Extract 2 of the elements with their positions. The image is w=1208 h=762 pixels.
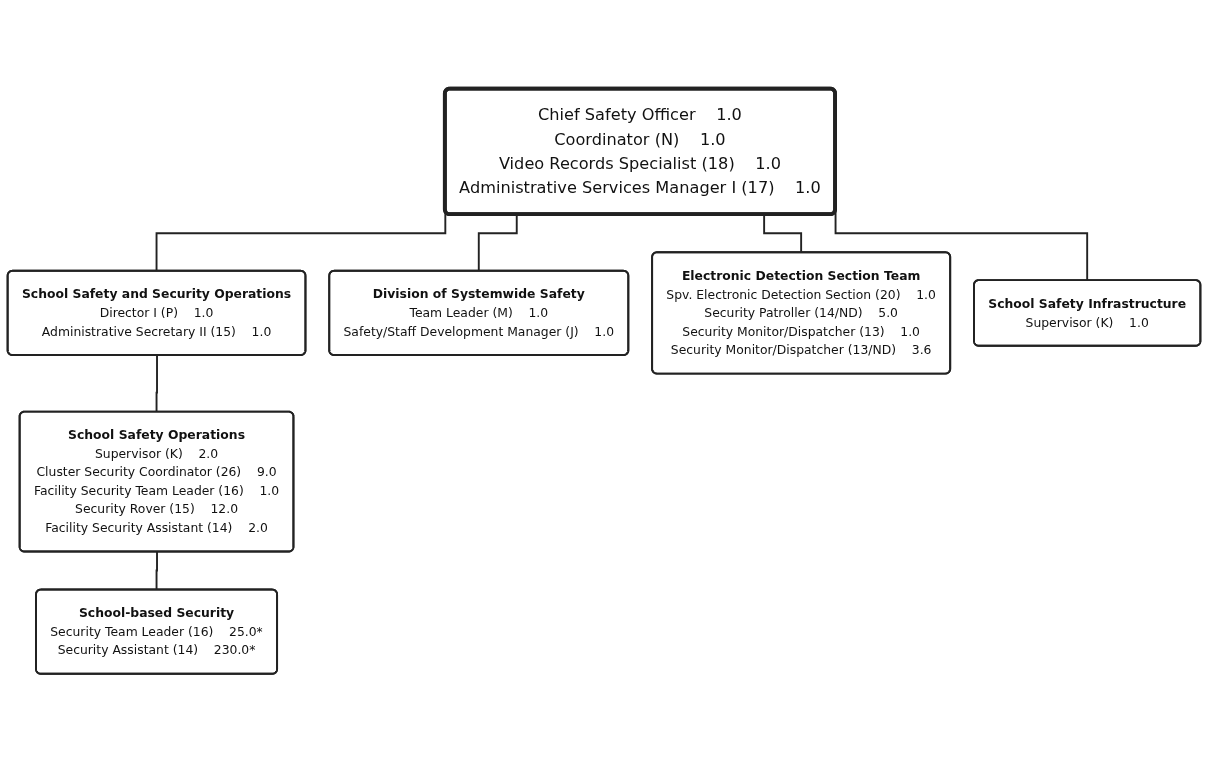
connector <box>155 550 158 591</box>
connector <box>155 354 158 413</box>
